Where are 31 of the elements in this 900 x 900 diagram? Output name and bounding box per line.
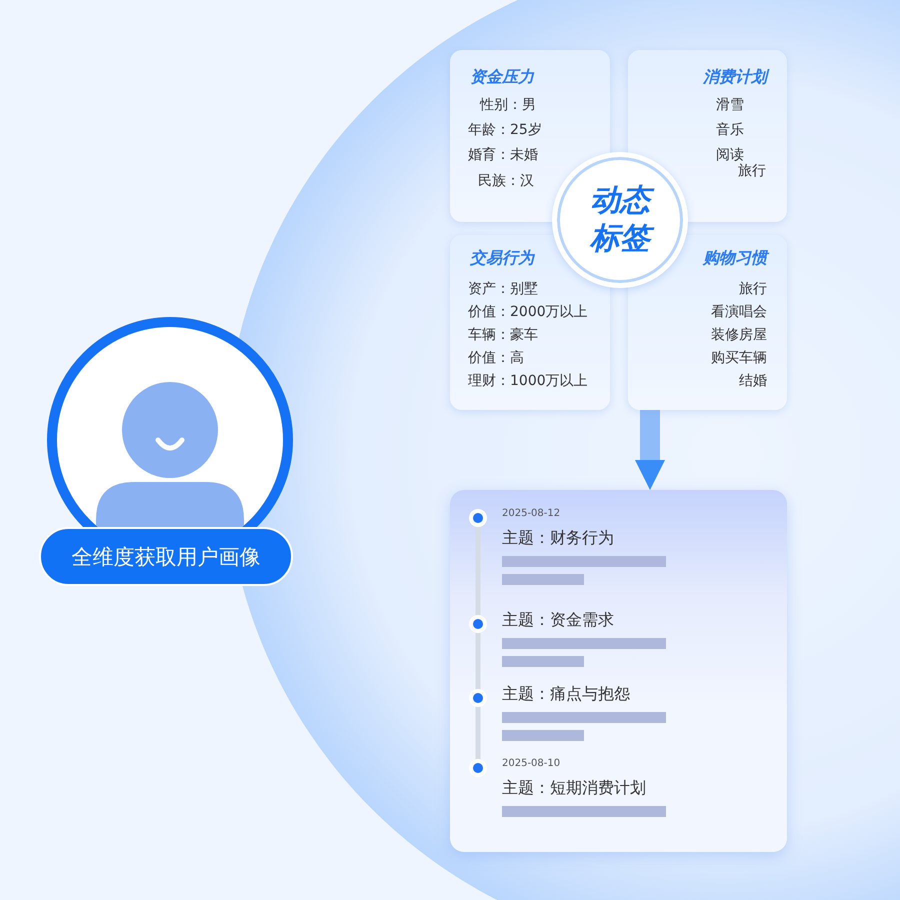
tag-text: 旅行 [738, 162, 766, 180]
tag-text: 音乐 [716, 121, 744, 139]
tag-text: 资产：别墅 [468, 280, 538, 298]
card-title: 消费计划 [703, 67, 767, 88]
tag-text: 价值：高 [468, 349, 524, 367]
topic-text: 主题：财务行为 [502, 528, 614, 549]
tag-text: 旅行 [739, 280, 767, 298]
date-text: 2025-08-12 [502, 508, 560, 519]
arrow [635, 410, 665, 490]
tag-text: 购买车辆 [711, 349, 767, 367]
tag-text: 阅读 [716, 146, 744, 164]
tag-text: 理财：1000万以上 [468, 372, 588, 390]
tag-text: 民族：汉 [478, 172, 534, 190]
timeline-panel [450, 490, 787, 852]
tag-text: 婚育：未婚 [468, 146, 538, 164]
tag-text: 滑雪 [716, 96, 744, 114]
tag-text: 结婚 [739, 372, 767, 390]
topic-text: 主题：资金需求 [502, 610, 614, 631]
title-pill: 全维度获取用户画像 [39, 527, 293, 586]
tag-text: 性别：男 [480, 96, 536, 114]
card-title: 交易行为 [470, 248, 534, 269]
tag-text: 看演唱会 [711, 303, 767, 321]
tag-text: 车辆：豪车 [468, 326, 538, 344]
card-title: 资金压力 [470, 67, 534, 88]
tag-text: 价值：2000万以上 [468, 303, 588, 321]
topic-text: 主题：痛点与抱怨 [502, 684, 630, 705]
date-text: 2025-08-10 [502, 758, 560, 769]
card-title: 购物习惯 [703, 248, 767, 269]
tag-text: 装修房屋 [711, 326, 767, 344]
tag-text: 年龄：25岁 [468, 121, 542, 139]
topic-text: 主题：短期消费计划 [502, 778, 646, 799]
